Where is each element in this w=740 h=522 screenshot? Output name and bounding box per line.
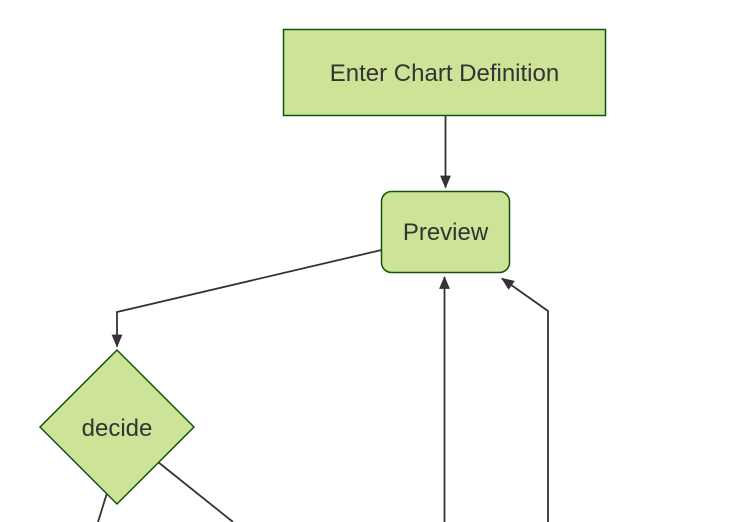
rounded-rectangle-shape [380,190,511,274]
node-decide: decide [38,348,196,506]
node-preview: Preview [380,190,511,274]
diamond-shape [38,348,196,506]
edge-layer [97,116,549,522]
node-enter-chart-definition: Enter Chart Definition [282,28,607,117]
node-label: Preview [403,219,489,246]
node-label: decide [82,415,153,442]
edge-decide-to-offscreen-right [157,461,234,522]
edge-offscreen-to-preview-corner [501,277,549,522]
rectangle-shape [282,28,607,117]
node-label: Enter Chart Definition [330,60,559,87]
edge-decide-to-offscreen-left [97,492,108,522]
edge-preview-to-decide [111,249,382,348]
